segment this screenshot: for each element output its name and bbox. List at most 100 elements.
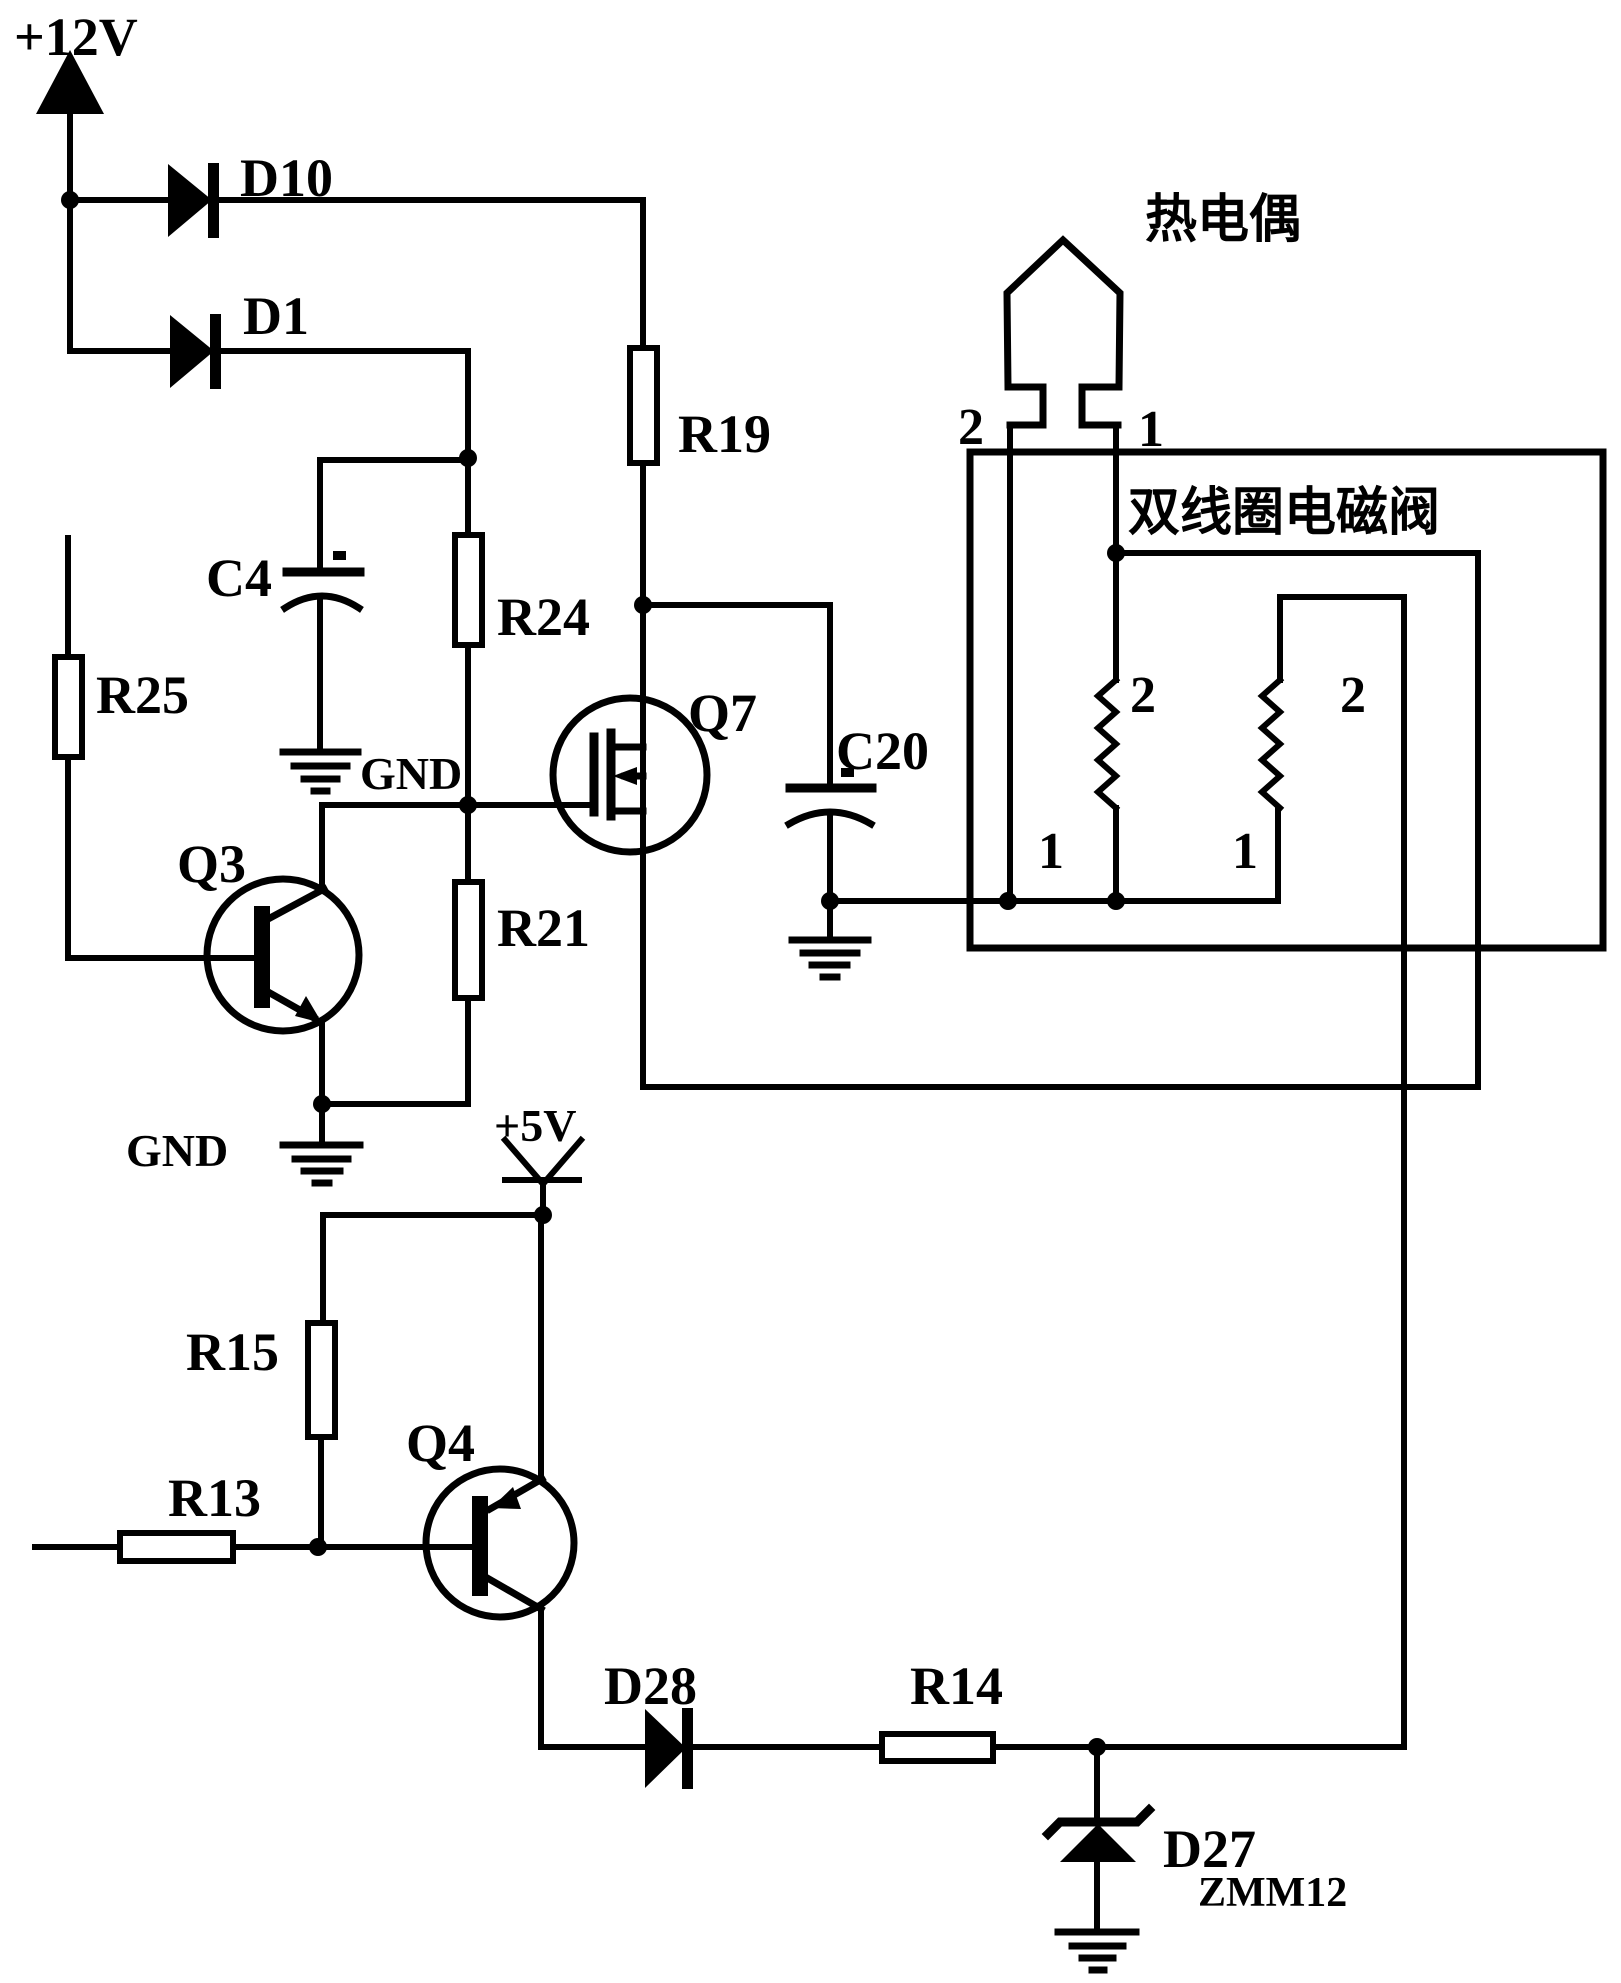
junction-dot <box>999 892 1017 910</box>
bjt-q4-symbol <box>422 1465 578 1621</box>
resistor-r15-body <box>305 1320 338 1440</box>
junction-dot <box>309 1538 327 1556</box>
mosfet-q7-symbol <box>549 694 711 856</box>
label-12v: +12V <box>14 7 138 67</box>
bjt-q3-symbol <box>203 875 363 1035</box>
diode-d1-symbol <box>170 314 221 389</box>
diode-triangle <box>170 315 214 388</box>
ground-symbol-d27 <box>1054 1928 1140 1974</box>
emitter-arrow-icon <box>491 1487 521 1509</box>
label-r14: R14 <box>910 1656 1003 1716</box>
junction-dot <box>1088 1738 1106 1756</box>
base-bar <box>254 906 270 1008</box>
label-r21: R21 <box>497 898 590 958</box>
label-r15: R15 <box>186 1322 279 1382</box>
junction-dots <box>61 191 1125 1756</box>
diode-triangle <box>645 1709 686 1788</box>
base-bar <box>472 1496 488 1596</box>
diode-d10-symbol <box>168 163 219 238</box>
resistor-r21-body <box>452 879 485 1001</box>
power-arrow-up-icon <box>36 50 104 114</box>
label-r19: R19 <box>678 404 771 464</box>
diode-cathode-bar <box>210 314 221 389</box>
label-d10: D10 <box>240 148 333 208</box>
ground-bars-icon <box>279 748 362 795</box>
junction-dot <box>1107 544 1125 562</box>
label-r13: R13 <box>168 1468 261 1528</box>
pin-label-thermo-2: 2 <box>958 399 984 456</box>
resistor-r19-body <box>627 345 660 466</box>
thermocouple-tip-outline <box>1003 235 1124 391</box>
label-d1: D1 <box>243 286 309 346</box>
zener-d27-symbol <box>1041 1803 1156 1862</box>
ground-bars-icon <box>1054 1928 1140 1974</box>
cap-polarity-mark <box>841 768 854 777</box>
capacitor-c4-symbol <box>280 551 365 613</box>
resistor-r13-body <box>117 1530 236 1564</box>
wire-coil2-to-r14 <box>684 594 1407 1750</box>
label-5v: +5V <box>494 1100 576 1151</box>
label-r24: R24 <box>497 587 590 647</box>
label-q4: Q4 <box>406 1413 475 1473</box>
label-r25: R25 <box>96 665 189 725</box>
wire-r21-bottom <box>319 995 471 1107</box>
wire-d10-branch <box>67 197 646 351</box>
diode-d28-symbol <box>645 1708 693 1789</box>
power-12v-symbol <box>36 50 104 114</box>
pin-label-coil1-1: 1 <box>1038 823 1064 880</box>
junction-dot <box>459 449 477 467</box>
capacitor-c20-symbol <box>784 768 877 829</box>
thermocouple-symbol <box>1003 235 1124 429</box>
label-d28: D28 <box>604 1656 697 1716</box>
label-d27-part: ZMM12 <box>1198 1870 1347 1916</box>
ground-bars-icon <box>788 936 872 981</box>
diode-cathode-bar <box>682 1708 693 1789</box>
solenoid-valve-box <box>966 448 1607 952</box>
junction-dot <box>61 191 79 209</box>
ground-symbol-c20 <box>788 936 872 981</box>
cap-polarity-mark <box>333 551 346 560</box>
ground-bars-icon <box>279 1141 364 1187</box>
power-5v-symbol <box>500 1135 586 1189</box>
coil-2-winding <box>1257 675 1285 813</box>
junction-dot <box>1107 892 1125 910</box>
wire-r15-top <box>320 1212 546 1326</box>
pin-label-thermo-1: 1 <box>1138 401 1164 458</box>
resistor-r14-body <box>879 1731 996 1764</box>
junction-dot <box>821 892 839 910</box>
junction-dot <box>313 1095 331 1113</box>
thermocouple-neck <box>1006 383 1122 429</box>
transistor-circle <box>549 694 711 856</box>
collector-lead <box>484 1574 546 1614</box>
label-d27: D27 <box>1163 1819 1256 1879</box>
ground-symbol-q3 <box>279 1141 364 1187</box>
wire-c20-top <box>640 602 833 791</box>
transistor-circle <box>203 875 363 1035</box>
zener-cathode-bar <box>1041 1803 1156 1841</box>
ground-symbol-c4 <box>279 748 362 795</box>
label-gnd-q3: GND <box>126 1125 228 1176</box>
emitter-arrow-icon <box>295 996 322 1023</box>
label-q7: Q7 <box>688 683 757 743</box>
transistor-circle <box>422 1465 578 1621</box>
diode-cathode-bar <box>208 163 219 238</box>
junction-dot <box>634 596 652 614</box>
diode-triangle <box>168 164 212 237</box>
coil-1-winding <box>1093 675 1121 813</box>
collector-lead <box>265 884 329 923</box>
label-q3: Q3 <box>177 834 246 894</box>
wires <box>32 109 1481 1933</box>
pin-label-coil2-2: 2 <box>1340 667 1366 724</box>
wire-q3-base <box>65 754 259 961</box>
wire-q4-collector <box>538 1605 648 1750</box>
resistor-r25-body <box>52 654 85 760</box>
cap-plate-curved <box>784 808 876 829</box>
label-thermocouple: 热电偶 <box>1145 190 1301 250</box>
label-c20: C20 <box>836 721 929 781</box>
pin-label-coil2-1: 1 <box>1232 823 1258 880</box>
resistor-r24-body <box>452 532 485 648</box>
wire-q7-source-loop <box>640 460 1481 1090</box>
junction-dot <box>459 796 477 814</box>
